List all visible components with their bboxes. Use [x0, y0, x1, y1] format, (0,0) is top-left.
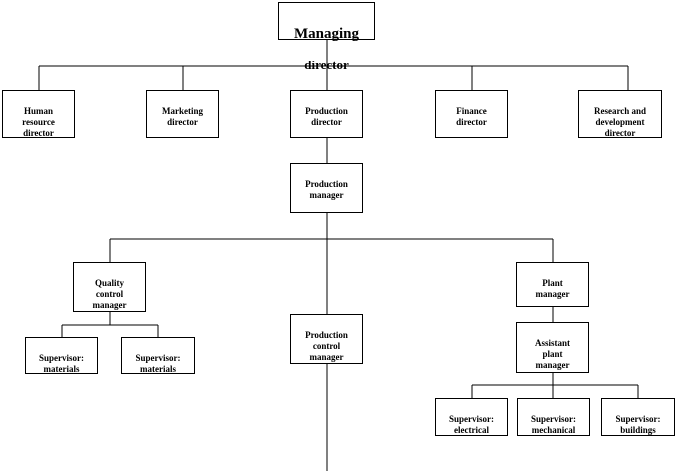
managing-director-label: Managing	[293, 26, 359, 42]
managing-director-label-cut: director	[304, 61, 349, 69]
production-manager-box: Production manager	[290, 163, 363, 213]
finance-director-label: Finance director	[456, 106, 487, 127]
quality-control-manager-label: Quality control manager	[92, 278, 127, 310]
human-resource-director-label: Human resource director	[22, 106, 55, 138]
supervisor-mechanical-label: Supervisor: mechanical	[531, 414, 576, 435]
managing-director-box: Managing director	[278, 2, 375, 69]
marketing-director-box: Marketing director	[146, 90, 219, 138]
supervisor-materials-label: Supervisor: materials	[135, 353, 181, 374]
production-director-label: Production director	[305, 106, 348, 127]
supervisor-electrical-box: Supervisor: electrical	[435, 398, 508, 436]
supervisor-mechanical-box: Supervisor: mechanical	[517, 398, 590, 436]
assistant-plant-manager-box: Assistant plant manager	[516, 322, 589, 373]
production-control-manager-box: Production control manager	[290, 314, 363, 364]
supervisor-buildings-label: Supervisor: buildings	[615, 414, 661, 435]
production-director-box: Production director	[290, 90, 363, 138]
supervisor-materials-box-2: Supervisor: materials	[121, 337, 195, 374]
plant-manager-label: Plant manager	[535, 278, 570, 299]
supervisor-electrical-label: Supervisor: electrical	[449, 414, 494, 435]
production-control-manager-label: Production control manager	[305, 330, 348, 362]
research-development-director-box: Research and development director	[578, 90, 662, 138]
supervisor-materials-box-1: Supervisor: materials	[25, 337, 98, 374]
finance-director-box: Finance director	[435, 90, 508, 138]
human-resource-director-box: Human resource director	[2, 90, 75, 138]
supervisor-materials-label: Supervisor: materials	[39, 353, 84, 374]
quality-control-manager-box: Quality control manager	[73, 262, 146, 312]
supervisor-buildings-box: Supervisor: buildings	[601, 398, 675, 436]
marketing-director-label: Marketing director	[162, 106, 203, 127]
plant-manager-box: Plant manager	[516, 262, 589, 307]
assistant-plant-manager-label: Assistant plant manager	[534, 338, 570, 370]
production-manager-label: Production manager	[305, 179, 348, 200]
research-development-director-label: Research and development director	[593, 106, 647, 138]
